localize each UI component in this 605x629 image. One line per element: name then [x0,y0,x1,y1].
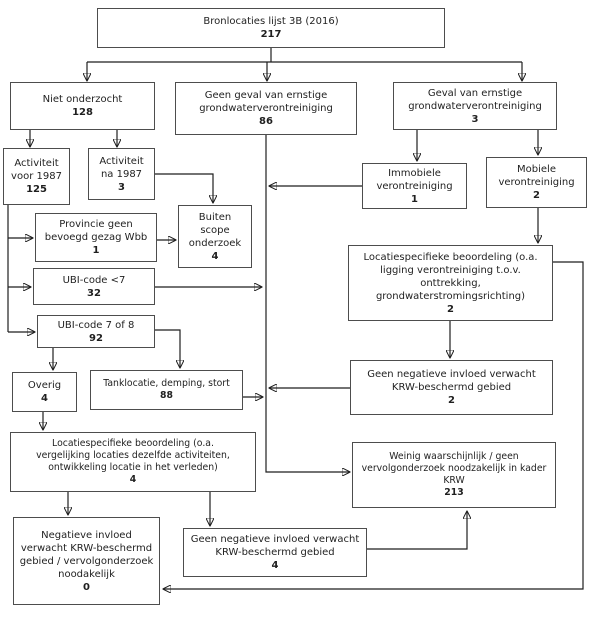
node-geen-neg-2-count: 2 [448,395,455,406]
node-ubi-7of8-label: UBI-code 7 of 8 [57,319,135,331]
node-geval-label: Geval van ernstige grondwaterverontreini… [408,87,542,112]
node-geen-negatieve-invloed-2: Geen negatieve invloed verwacht KRW-besc… [350,360,553,415]
node-neg-0-label: Negatieve invloed verwacht KRW-beschermd… [19,529,154,580]
node-overig-count: 4 [41,393,48,404]
edge-ubi-7of8-to-tanklocatie [155,329,180,367]
node-ubi-7of8-count: 92 [89,332,103,344]
node-provincie-label: Provincie geen bevoegd gezag Wbb [44,219,148,243]
edge-activiteit-na-to-buiten-scope [155,173,213,202]
node-geen-neg-2-label: Geen negatieve invloed verwacht KRW-besc… [367,369,536,393]
node-bronlocaties-count: 217 [260,29,282,40]
node-immobiele-verontreiniging: Immobiele verontreiniging 1 [362,163,467,209]
edge-central-trunk-to-weinig [265,135,349,472]
node-ubi-code-7of8: UBI-code 7 of 8 92 [37,315,155,348]
edge-root-split [87,48,522,63]
node-weinig-waarschijnlijk: Weinig waarschijnlijk / geen vervolgonde… [352,442,556,508]
node-provincie-geen-bevoegd-gezag: Provincie geen bevoegd gezag Wbb 1 [35,213,157,262]
node-mobiele-verontreiniging: Mobiele verontreiniging 2 [486,157,587,208]
node-ubi-lt7-label: UBI-code <7 [62,274,126,286]
node-niet-onderzocht-label: Niet onderzocht [42,94,123,105]
node-tanklocatie-demping-stort: Tanklocatie, demping, stort 88 [90,370,243,410]
node-locatiespecifieke-beoordeling-ligging: Locatiespecifieke beoordeling (o.a. ligg… [348,245,553,321]
node-tanklocatie-count: 88 [160,390,173,401]
node-overig-label: Overig [27,380,62,391]
node-buiten-scope-label: Buiten scope onderzoek [188,211,242,249]
node-buiten-scope-count: 4 [211,250,219,262]
node-geen-geval-label: Geen geval van ernstige grondwaterveront… [199,90,333,114]
node-geval: Geval van ernstige grondwaterverontreini… [393,82,557,130]
node-immobiele-label: Immobiele verontreiniging [376,167,453,192]
node-loc-vergelijking-label: Locatiespecifieke beoordeling (o.a. verg… [36,437,230,473]
node-ubi-code-lt7: UBI-code <7 32 [33,268,155,305]
node-loc-ligging-label: Locatiespecifieke beoordeling (o.a. ligg… [363,251,538,302]
node-provincie-count: 1 [92,245,100,256]
node-immobiele-count: 1 [411,193,418,205]
node-neg-0-count: 0 [83,581,90,593]
node-bronlocaties: Bronlocaties lijst 3B (2016) 217 [97,8,445,48]
node-niet-onderzocht: Niet onderzocht 128 [10,82,155,130]
node-buiten-scope-onderzoek: Buiten scope onderzoek 4 [178,205,252,268]
node-activiteit-na-1987: Activiteit na 1987 3 [88,148,155,200]
edge-geen-neg-4-to-weinig [367,512,467,550]
node-mobiele-count: 2 [533,190,540,201]
node-negatieve-invloed-0: Negatieve invloed verwacht KRW-beschermd… [13,517,160,605]
node-geval-count: 3 [471,113,479,125]
node-geen-geval-count: 86 [259,116,273,127]
node-ubi-lt7-count: 32 [87,287,101,299]
node-geen-negatieve-invloed-4: Geen negatieve invloed verwacht KRW-besc… [183,528,367,577]
node-activiteit-voor-count: 125 [26,184,47,195]
node-activiteit-na-count: 3 [118,181,125,193]
node-locatiespecifieke-beoordeling-vergelijking: Locatiespecifieke beoordeling (o.a. verg… [10,432,256,492]
node-geen-geval: Geen geval van ernstige grondwaterveront… [175,82,357,135]
node-activiteit-na-label: Activiteit na 1987 [99,155,144,180]
node-weinig-label: Weinig waarschijnlijk / geen vervolgonde… [361,450,547,486]
node-bronlocaties-label: Bronlocaties lijst 3B (2016) [203,16,339,27]
node-loc-ligging-count: 2 [447,303,454,315]
node-loc-vergelijking-count: 4 [129,474,137,486]
node-niet-onderzocht-count: 128 [72,107,93,118]
edge-loc-ligging-to-neg-0 [164,261,584,589]
node-tanklocatie-label: Tanklocatie, demping, stort [103,377,230,389]
node-geen-neg-4-count: 4 [271,560,279,571]
node-geen-neg-4-label: Geen negatieve invloed verwacht KRW-besc… [190,534,360,558]
node-overig: Overig 4 [12,372,77,412]
node-activiteit-voor-1987: Activiteit voor 1987 125 [3,148,70,205]
node-activiteit-voor-label: Activiteit voor 1987 [11,158,62,182]
node-mobiele-label: Mobiele verontreiniging [498,164,575,188]
node-weinig-count: 213 [444,487,464,499]
